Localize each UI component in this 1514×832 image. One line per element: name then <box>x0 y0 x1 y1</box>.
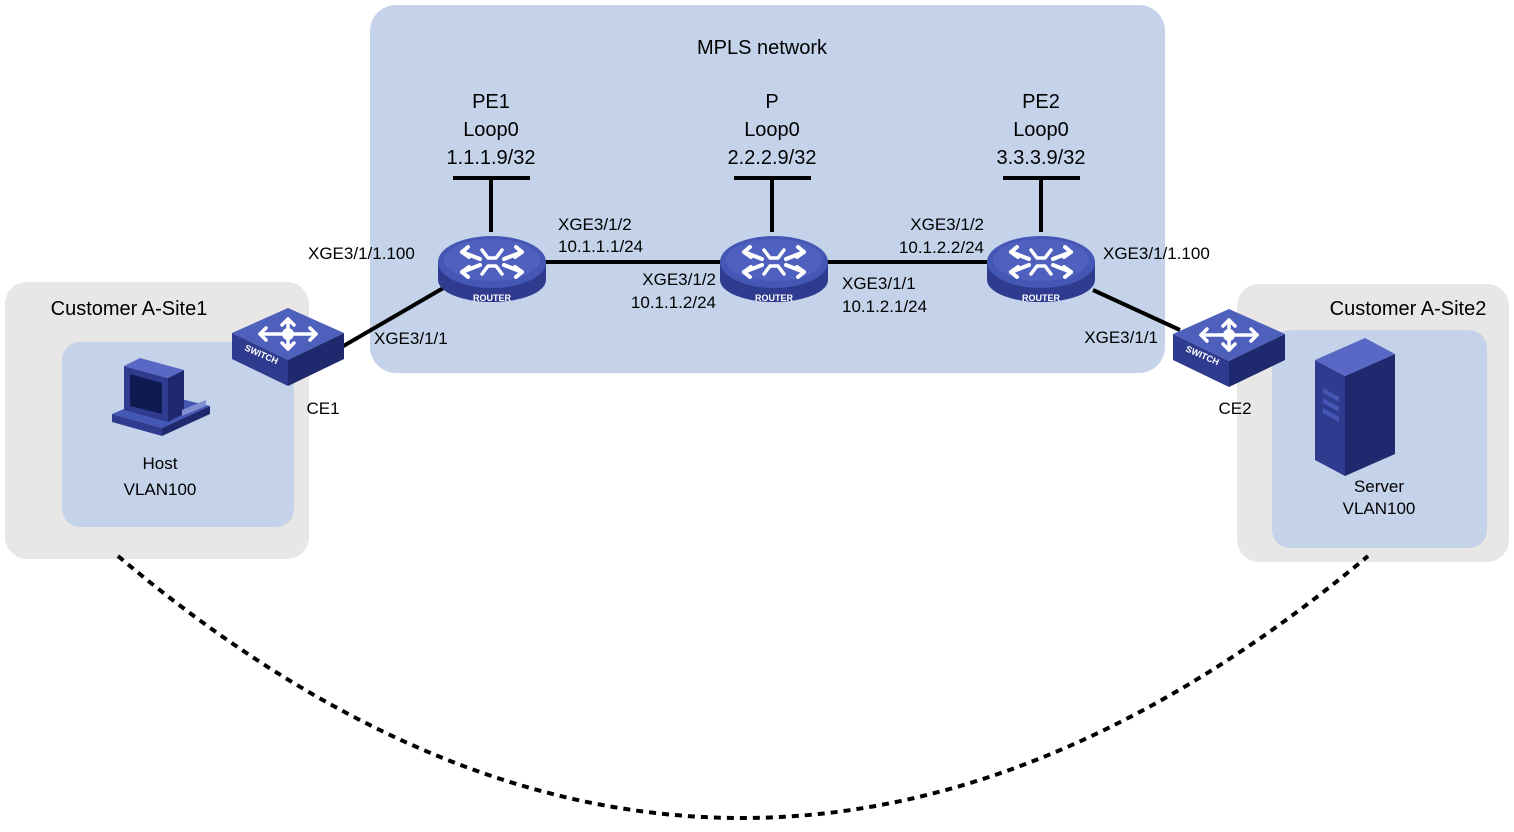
p-name: P <box>765 91 778 113</box>
host-label: Host <box>143 454 178 473</box>
pe1-subinterface-label: XGE3/1/1.100 <box>308 244 415 263</box>
ce1-interface-label: XGE3/1/1 <box>374 329 448 348</box>
router-pe2-badge: ROUTER <box>1022 293 1061 303</box>
pe1-ip: 1.1.1.9/32 <box>447 147 536 169</box>
switch-ce2[interactable]: SWITCH <box>1171 307 1287 389</box>
mpls-network-title: MPLS network <box>697 37 828 59</box>
router-pe1-badge: ROUTER <box>473 293 512 303</box>
p-pe1-ip-label: 10.1.1.2/24 <box>631 293 716 312</box>
ce2-interface-label: XGE3/1/1 <box>1084 328 1158 347</box>
site-connection-arc <box>116 554 1370 820</box>
p-pe2-ip-label: 10.1.2.1/24 <box>842 297 927 316</box>
ce1-name: CE1 <box>306 399 339 418</box>
router-pe2[interactable]: ROUTER <box>985 234 1097 304</box>
pe2-ip: 3.3.3.9/32 <box>997 147 1086 169</box>
p-pe1-interface-label: XGE3/1/2 <box>642 270 716 289</box>
pe1-name: PE1 <box>472 91 510 113</box>
p-pe2-interface-label: XGE3/1/1 <box>842 274 916 293</box>
pe2-p-ip-label: 10.1.2.2/24 <box>899 238 984 257</box>
site2-label: Customer A-Site2 <box>1330 298 1487 320</box>
ce2-name: CE2 <box>1218 399 1251 418</box>
link-ce1-pe1 <box>338 285 447 350</box>
pe2-name: PE2 <box>1022 91 1060 113</box>
pe1-loop: Loop0 <box>463 119 519 141</box>
p-loop: Loop0 <box>744 119 800 141</box>
pe2-p-interface-label: XGE3/1/2 <box>910 215 984 234</box>
host-computer-icon[interactable] <box>112 358 210 436</box>
router-p-badge: ROUTER <box>755 293 794 303</box>
pe2-subinterface-label: XGE3/1/1.100 <box>1103 244 1210 263</box>
p-ip: 2.2.2.9/32 <box>728 147 817 169</box>
pe1-p-ip-label: 10.1.1.1/24 <box>558 237 643 256</box>
site1-inner-area <box>62 342 294 527</box>
mpls-network-area <box>370 5 1165 373</box>
switch-ce1[interactable]: SWITCH <box>230 306 346 388</box>
host-vlan-label: VLAN100 <box>124 480 197 499</box>
pe1-p-interface-label: XGE3/1/2 <box>558 215 632 234</box>
server-vlan-label: VLAN100 <box>1343 499 1416 518</box>
server-label: Server <box>1354 477 1404 496</box>
server-icon[interactable] <box>1315 338 1395 476</box>
site1-label: Customer A-Site1 <box>51 298 208 320</box>
router-p[interactable]: ROUTER <box>718 234 830 304</box>
link-pe2-ce2 <box>1092 288 1181 332</box>
router-pe1[interactable]: ROUTER <box>436 234 548 304</box>
pe2-loop: Loop0 <box>1013 119 1069 141</box>
